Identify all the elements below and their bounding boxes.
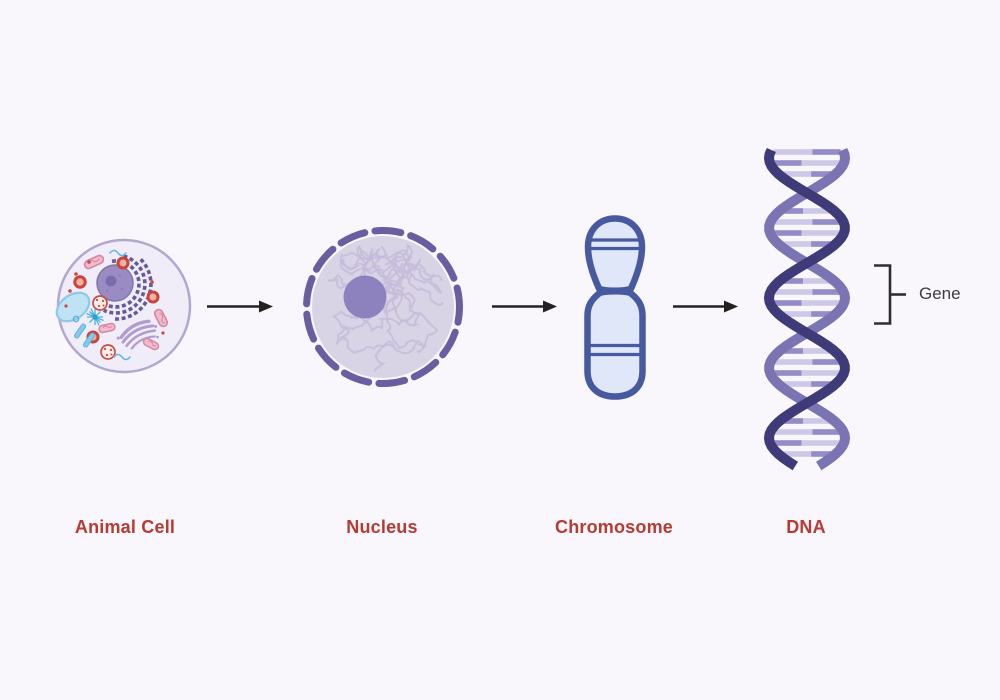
mitochondria-icon [83,254,169,351]
chromosome-bands [590,238,640,357]
golgi-apparatus-icon [116,319,159,350]
gene-annotation-label: Gene [919,284,961,303]
arrow-right-icon [673,300,738,313]
arrow-right-icon [207,300,273,313]
chromosome-top-lobe [584,215,646,294]
centrioles-icon [72,315,96,348]
nucleolus-icon [343,275,387,319]
dna-strand-dark [763,147,850,471]
animal-cell-icon [55,238,192,374]
peroxisomes-icon [92,295,116,360]
dna-helix-icon [763,147,851,471]
vacuole-icon [55,291,91,323]
arrow-right-icon [492,300,557,313]
squiggle-icon [109,249,131,361]
stage-label-animal-cell: Animal Cell [74,517,176,537]
stage-label-nucleus: Nucleus [346,517,418,537]
vesicle-dots-icon [64,260,165,335]
nucleus-icon [303,227,463,387]
centrosome-icon [86,308,104,326]
stage-label-dna: DNA [786,517,826,537]
chromosome-icon [584,215,646,400]
gene-bracket-icon [874,264,906,325]
nuclear-envelope [303,227,463,387]
cell-nucleus-icon [96,264,134,302]
dna-base-pairs [773,149,842,457]
chromosome-bottom-lobe [584,288,646,400]
flow-arrows [207,300,738,313]
stage-label-chromosome: Chromosome [554,517,674,537]
dna-strand-light [764,147,851,471]
